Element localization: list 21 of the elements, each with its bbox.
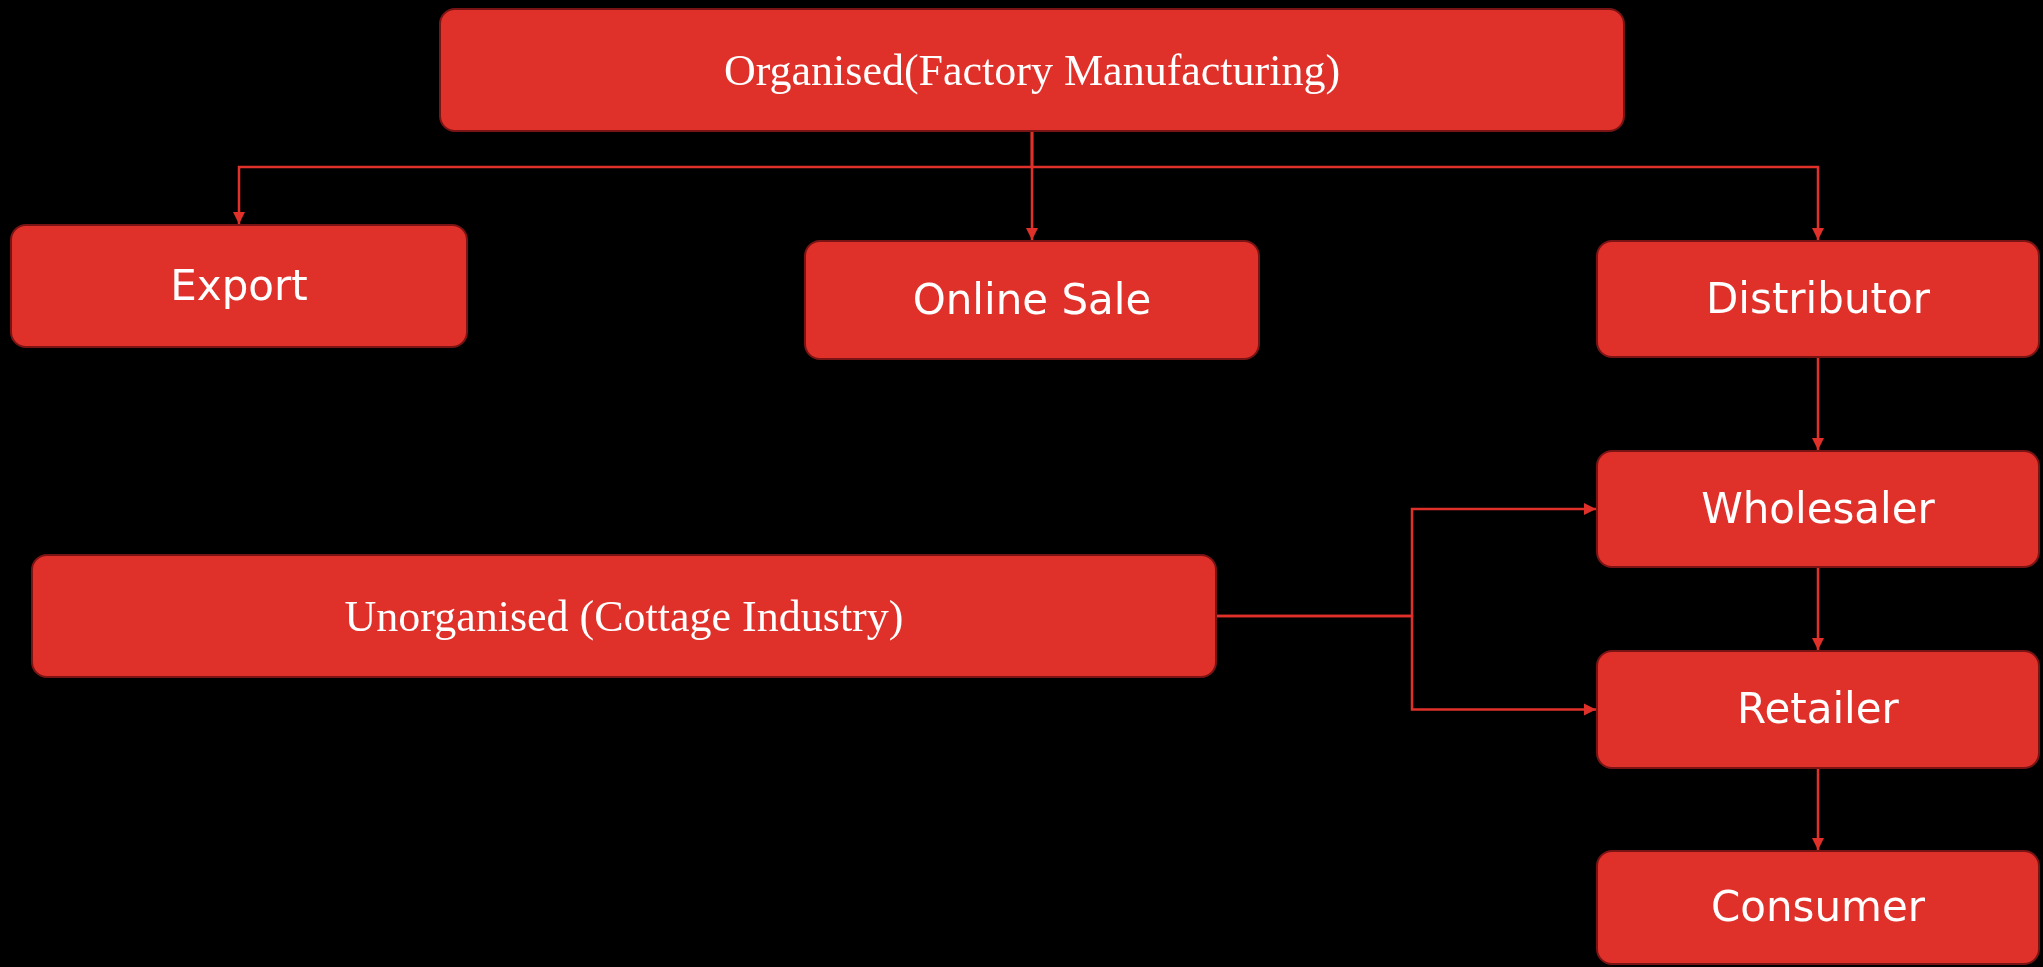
arrow <box>1030 132 1825 240</box>
process-box <box>1596 450 2040 568</box>
box-label: Consumer <box>1710 881 1926 934</box>
arrow <box>1217 614 1596 716</box>
process-box <box>439 8 1625 132</box>
arrow <box>1811 769 1825 850</box>
arrow <box>1811 568 1825 650</box>
box-label: Organised(Factory Manufacturing) <box>723 44 1341 97</box>
process-box <box>804 240 1260 360</box>
box-label: Unorganised (Cottage Industry) <box>344 590 904 643</box>
arrow <box>1811 358 1825 450</box>
process-box <box>1596 850 2040 965</box>
box-label: Export <box>170 259 308 312</box>
process-box <box>10 224 468 348</box>
box-label: Retailer <box>1737 683 1899 736</box>
box-label: Wholesaler <box>1701 482 1935 535</box>
process-box <box>1596 240 2040 358</box>
process-box <box>1596 650 2040 769</box>
box-label: Distributor <box>1706 272 1930 325</box>
process-box <box>31 554 1217 678</box>
box-label: Online Sale <box>912 273 1152 326</box>
